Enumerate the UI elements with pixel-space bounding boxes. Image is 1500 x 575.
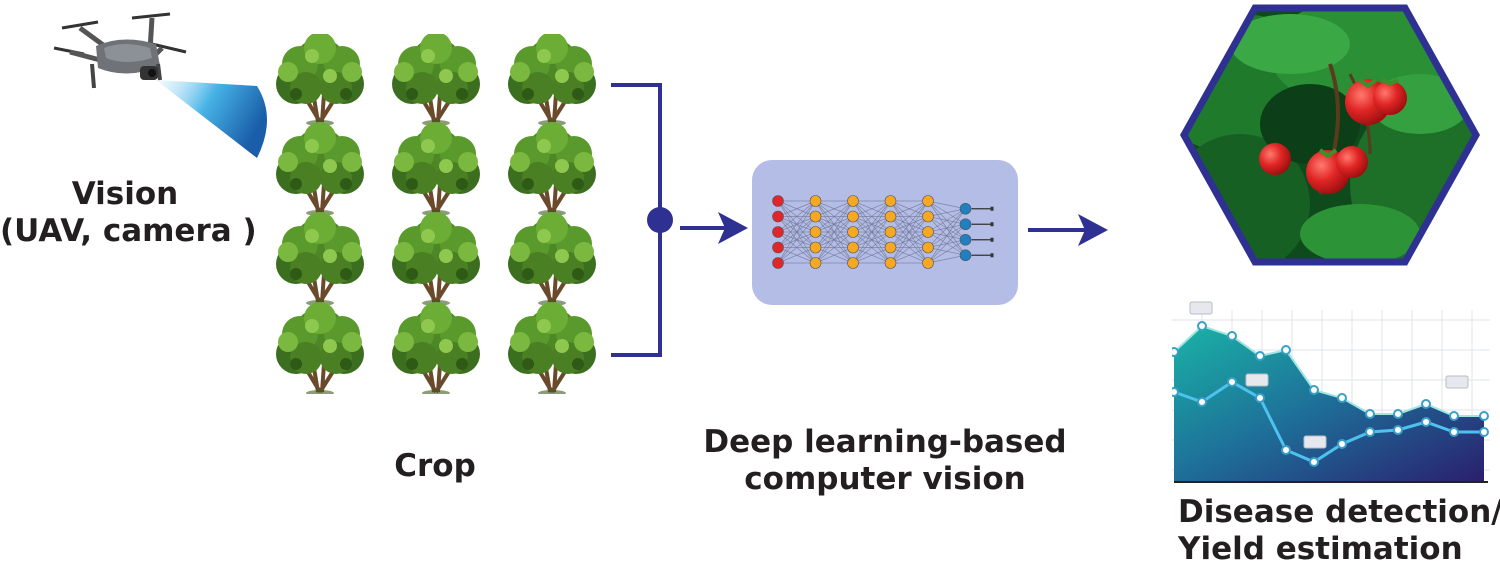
- output-arrow: [1028, 214, 1108, 246]
- tree-icon: [506, 210, 598, 308]
- nn-node: [772, 226, 784, 238]
- tomato-plant-icon: [1180, 4, 1480, 266]
- arrow-head-icon: [718, 212, 748, 244]
- nn-node: [772, 257, 784, 269]
- nn-node: [959, 218, 972, 231]
- tomato-fruit: [1336, 146, 1368, 178]
- tree-icon: [274, 300, 366, 394]
- nn-node: [809, 210, 822, 223]
- output-label: Disease detection/ Yield estimation: [1178, 494, 1500, 568]
- vision-label-line2: (UAV, camera ): [0, 213, 257, 249]
- nn-node: [922, 210, 934, 223]
- tomato-fruit: [1259, 143, 1291, 175]
- nn-node: [959, 233, 972, 246]
- nn-node: [884, 226, 897, 238]
- nn-node: [884, 257, 897, 269]
- nn-node: [847, 257, 859, 269]
- tree-icon: [506, 300, 598, 394]
- deep-learning-label-line1: Deep learning-based: [703, 424, 1067, 460]
- deep-learning-label-line2: computer vision: [744, 461, 1026, 497]
- flow-connector: [611, 83, 748, 357]
- tomato-fruit: [1373, 81, 1407, 115]
- tree-icon: [274, 210, 366, 308]
- nn-node: [922, 226, 934, 238]
- nn-node: [772, 195, 784, 207]
- nn-node: [847, 195, 859, 207]
- vision-label-line1: Vision: [71, 176, 179, 212]
- nn-node: [922, 257, 934, 269]
- nn-node: [772, 241, 784, 254]
- nn-node: [959, 249, 972, 262]
- tree-icon: [390, 120, 482, 218]
- tree-icon: [274, 120, 366, 218]
- neural-network-icon: [772, 195, 994, 269]
- nn-node: [809, 226, 822, 238]
- tree-icon: [390, 300, 482, 394]
- tree-icon: [390, 210, 482, 308]
- tree-icon: [506, 120, 598, 218]
- nn-node: [847, 241, 859, 254]
- crop-grid: [274, 34, 598, 394]
- nn-node: [809, 257, 822, 269]
- nn-node: [959, 202, 972, 215]
- camera-beam-icon: [156, 80, 267, 158]
- nn-node: [809, 195, 822, 207]
- nn-node: [884, 241, 897, 254]
- vision-label: Vision (UAV, camera ): [0, 176, 257, 250]
- tree-icon: [274, 34, 366, 128]
- nn-node: [884, 210, 897, 223]
- drone-icon: [53, 12, 267, 158]
- nn-node: [922, 241, 934, 254]
- nn-node: [847, 226, 859, 238]
- nn-node: [884, 195, 897, 207]
- output-label-line1: Disease detection/: [1178, 494, 1500, 530]
- junction-dot: [647, 207, 673, 233]
- output-label-line2: Yield estimation: [1178, 531, 1463, 567]
- nn-node: [809, 241, 822, 254]
- yield-chart-icon: [1172, 301, 1490, 483]
- neural-network-panel: [752, 160, 1018, 305]
- deep-learning-label: Deep learning-based computer vision: [700, 424, 1070, 498]
- nn-node: [847, 210, 859, 223]
- tree-icon: [506, 34, 598, 128]
- arrow-head-icon: [1078, 214, 1108, 246]
- nn-node: [772, 210, 784, 223]
- tree-icon: [390, 34, 482, 128]
- nn-node: [922, 195, 934, 207]
- crop-label: Crop: [394, 448, 476, 484]
